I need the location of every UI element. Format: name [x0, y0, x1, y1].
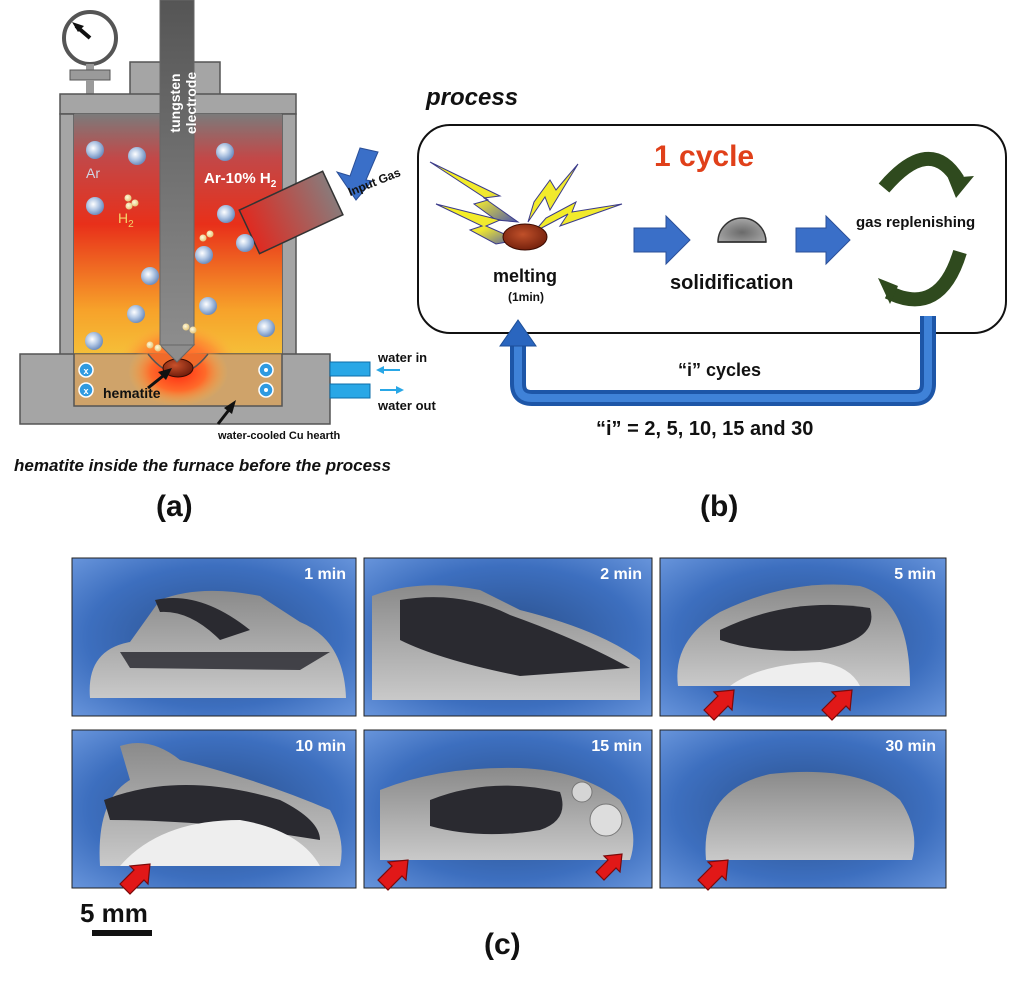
- gas-mix-label: Ar-10% H2: [204, 170, 277, 190]
- water-in-label: water in: [378, 350, 428, 365]
- scale-bar: [92, 930, 152, 936]
- hematite-label: hematite: [103, 385, 161, 401]
- svg-text:x: x: [83, 366, 88, 376]
- furnace-diagram: x x: [19, 0, 404, 425]
- flow-arrow: [795, 214, 851, 266]
- panel-a-label: (a): [156, 490, 193, 523]
- photo-label-box-1: 1 min: [72, 558, 356, 716]
- cycles-values: “i” = 2, 5, 10, 15 and 30: [596, 418, 814, 440]
- cycles-label: “i” cycles: [678, 360, 762, 380]
- melting-time: (1min): [508, 290, 544, 304]
- photo-label-box-2: 2 min: [364, 558, 652, 716]
- photo-label: 10 min: [295, 738, 346, 755]
- h2-label: H2: [118, 210, 134, 230]
- panel-c-label: (c): [484, 928, 521, 961]
- panel-b-label: (b): [700, 490, 739, 523]
- melting-label: melting: [493, 266, 558, 286]
- photo-label-box-5: 15 min: [364, 730, 652, 888]
- photo-label-box-4: 10 min: [72, 730, 356, 888]
- tungsten-electrode: [159, 0, 195, 346]
- photo-label: 30 min: [885, 738, 936, 755]
- photo-label: 5 min: [894, 566, 936, 583]
- photo-15min: [363, 729, 653, 889]
- cycle-title: 1 cycle: [654, 140, 755, 173]
- photo-label: 1 min: [304, 566, 346, 583]
- photo-label-box-3: 5 min: [660, 558, 946, 716]
- solidified-button: [717, 217, 767, 243]
- water-out-label: water out: [378, 398, 436, 413]
- scale-label: 5 mm: [80, 898, 148, 928]
- red-arrow-icon: [119, 689, 853, 895]
- photo-label: 15 min: [591, 738, 642, 755]
- panel-a-caption: hematite inside the furnace before the p…: [14, 456, 391, 475]
- photo-label: 2 min: [600, 566, 642, 583]
- cycle-arrow-icon: [948, 176, 974, 198]
- gas-replenishing-label: gas replenishing: [856, 214, 976, 231]
- svg-text:x: x: [83, 386, 88, 396]
- input-gas-arrow: [335, 147, 379, 201]
- photo-5min: [659, 557, 947, 717]
- photo-label-box-6: 30 min: [660, 730, 946, 888]
- process-diagram: [417, 124, 1007, 406]
- hearth-label: water-cooled Cu hearth: [218, 430, 341, 442]
- process-box: [417, 124, 1007, 334]
- melt-droplet: [502, 223, 548, 251]
- flow-arrow: [633, 214, 691, 266]
- photo-1min: [71, 557, 357, 717]
- process-title: process: [426, 84, 519, 111]
- photo-10min: [71, 729, 357, 889]
- ar-label: Ar: [86, 165, 100, 181]
- solidification-label: solidification: [670, 272, 794, 294]
- photo-2min: [363, 557, 653, 717]
